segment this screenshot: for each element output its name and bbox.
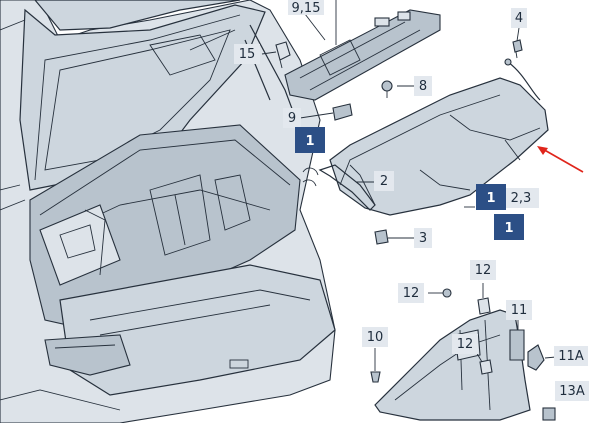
badge-1-left: 1 — [295, 127, 325, 153]
part-clip-15 — [275, 41, 291, 69]
red-arrow-icon — [537, 146, 584, 173]
callout-12-top: 12 — [470, 260, 496, 280]
svg-text:2,3: 2,3 — [511, 191, 532, 206]
callout-2: 2 — [374, 171, 394, 191]
car-rear-illustration — [0, 0, 336, 423]
badge-1-lower: 1 — [494, 214, 524, 240]
svg-text:15: 15 — [239, 47, 256, 62]
svg-text:1: 1 — [305, 134, 314, 149]
part-11a — [527, 344, 545, 371]
svg-text:11A: 11A — [558, 349, 584, 364]
svg-text:1: 1 — [486, 191, 495, 206]
part-screw-4 — [512, 39, 523, 59]
part-clip-12-inner — [479, 359, 493, 375]
svg-text:12: 12 — [403, 286, 420, 301]
callout-9-15: 9,15 — [288, 0, 324, 16]
svg-text:13A: 13A — [559, 384, 585, 399]
callout-10: 10 — [362, 327, 388, 347]
callout-3: 3 — [414, 228, 432, 248]
svg-text:1: 1 — [504, 221, 513, 236]
callout-11a: 11A — [554, 346, 588, 366]
svg-text:8: 8 — [419, 79, 427, 94]
callout-12-left: 12 — [398, 283, 424, 303]
part-screw-8 — [381, 80, 393, 98]
part-clip-3 — [374, 229, 389, 245]
svg-text:9: 9 — [288, 111, 296, 126]
svg-text:10: 10 — [367, 330, 384, 345]
callout-12-inner: 12 — [452, 334, 478, 354]
part-clip-10 — [370, 371, 381, 383]
part-13a — [542, 407, 556, 421]
part-latch-bar — [284, 9, 441, 101]
callout-4: 4 — [511, 8, 527, 28]
badge-1-mid: 1 — [476, 184, 506, 210]
part-clip-12-left — [442, 288, 452, 298]
part-side-trim — [374, 309, 531, 421]
svg-text:4: 4 — [515, 11, 523, 26]
callout-8: 8 — [414, 76, 432, 96]
svg-text:9,15: 9,15 — [292, 1, 321, 16]
svg-text:12: 12 — [457, 337, 474, 352]
callout-15: 15 — [234, 44, 260, 64]
svg-text:3: 3 — [419, 231, 427, 246]
svg-text:11: 11 — [511, 303, 528, 318]
callout-9: 9 — [283, 108, 301, 128]
part-clip-12-upper — [477, 297, 491, 315]
callout-2-3: 2,3 — [503, 188, 539, 208]
svg-text:12: 12 — [475, 263, 492, 278]
part-block-9 — [332, 103, 353, 121]
callout-13a: 13A — [555, 381, 589, 401]
callout-11: 11 — [506, 300, 532, 320]
svg-text:2: 2 — [380, 174, 388, 189]
